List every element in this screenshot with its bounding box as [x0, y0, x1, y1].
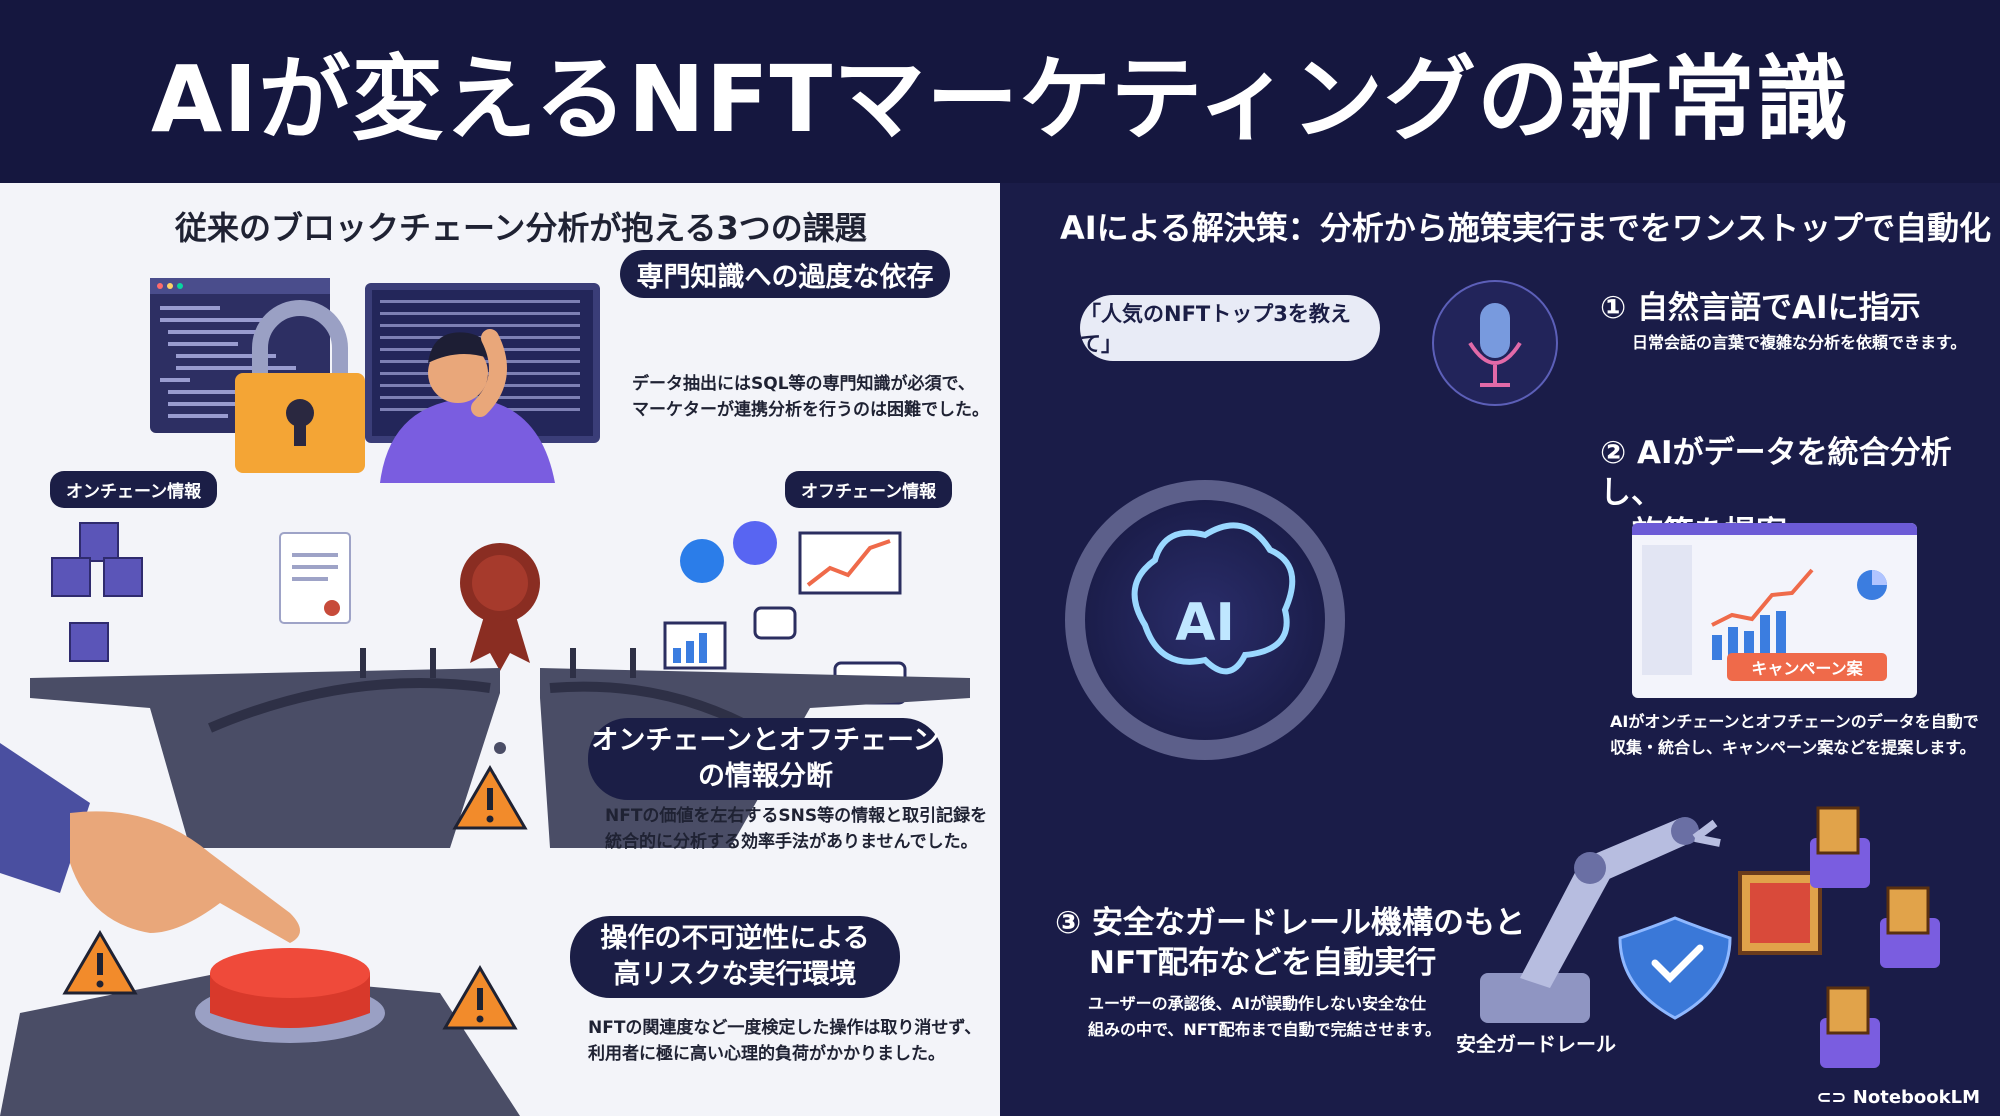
step-3-desc: ユーザーの承認後、AIが誤動作しない安全な仕 組みの中で、NFT配布まで自動で完… — [1088, 991, 1441, 1043]
issue-3-title: 操作の不可逆性による 高リスクな実行環境 — [570, 916, 900, 998]
brand-text: NotebookLM — [1852, 1087, 1980, 1108]
step-3-desc-line-1: ユーザーの承認後、AIが誤動作しない安全な仕 — [1088, 994, 1427, 1013]
issue-2-title: オンチェーンとオフチェーン の情報分断 — [588, 718, 943, 800]
step-1-desc: 日常会話の言葉で複雑な分析を依頼できます。 — [1632, 333, 1967, 352]
onchain-label: オンチェーン情報 — [50, 471, 218, 508]
step-2-desc-line-1: AIがオンチェーンとオフチェーンのデータを自動で — [1610, 712, 1979, 731]
step-2-desc: AIがオンチェーンとオフチェーンのデータを自動で 収集・統合し、キャンペーン案な… — [1610, 709, 1979, 761]
issue-3-title-line-1: 操作の不可逆性による — [600, 923, 870, 954]
issue-1-desc: データ抽出にはSQL等の専門知識が必須で、 マーケターが連携分析を行うのは困難で… — [632, 371, 989, 423]
step-2-desc-line-2: 収集・統合し、キャンペーン案などを提案します。 — [1610, 738, 1976, 757]
step-3-title-line-1: ③ 安全なガードレール機構のもと — [1055, 905, 1526, 941]
code-screens-illustration — [150, 278, 600, 483]
robot-arm-illustration — [1480, 817, 1822, 1023]
offchain-label: オフチェーン情報 — [785, 471, 953, 508]
right-panel: AIによる解決策：分析から施策実行までをワンストップで自動化 「人気のNFTトッ… — [1000, 183, 2000, 1116]
right-section-title: AIによる解決策：分析から施策実行までをワンストップで自動化 — [1060, 209, 1992, 247]
notebooklm-icon: ⊂⊃ — [1816, 1087, 1853, 1108]
step-2-title-line-1: ② AIがデータを統合分析し、 — [1600, 435, 1952, 511]
ai-label: AI — [1175, 593, 1235, 653]
dashboard-chart — [1642, 545, 1887, 675]
issue-2-desc-line-1: NFTの価値を左右するSNS等の情報と取引記録を — [605, 806, 988, 826]
issue-1-desc-line-2: マーケターが連携分析を行うのは困難でした。 — [632, 400, 989, 420]
onchain-offchain-icons — [51, 521, 907, 705]
page-title: AIが変えるNFTマーケティングの新常識 — [151, 46, 1849, 153]
guardrail-label: 安全ガードレール — [1456, 1032, 1616, 1056]
irreversible-button-illustration — [0, 743, 528, 1116]
proposal-dashboard: キャンペーン案 — [1632, 523, 1917, 698]
left-panel: 従来のブロックチェーン分析が抱える3つの課題 専門知識への過度な依存 データ抽出… — [0, 183, 1000, 1116]
step-1-title: ① 自然言語でAIに指示 — [1600, 290, 1921, 326]
header: AIが変えるNFTマーケティングの新常識 — [0, 0, 2000, 183]
issue-2-title-line-1: オンチェーンとオフチェーン — [591, 725, 940, 756]
issue-2-title-line-2: の情報分断 — [698, 761, 833, 792]
issue-2-desc: NFTの価値を左右するSNS等の情報と取引記録を 統合的に分析する効率手法があり… — [605, 803, 987, 855]
issue-3-title-line-2: 高リスクな実行環境 — [613, 959, 857, 990]
nft-wallets-illustration — [1810, 806, 1940, 1068]
issue-1-title: 専門知識への過度な依存 — [620, 250, 950, 298]
chat-bubble: 「人気のNFTトップ3を教えて」 — [1080, 295, 1380, 361]
step-3-title: ③ 安全なガードレール機構のもと NFT配布などを自動実行 — [1055, 903, 1525, 983]
step-3-desc-line-2: 組みの中で、NFT配布まで自動で完結させます。 — [1088, 1020, 1441, 1039]
issue-1-desc-line-1: データ抽出にはSQL等の専門知識が必須で、 — [632, 374, 975, 394]
issue-2-desc-line-2: 統合的に分析する効率手法がありませんでした。 — [605, 832, 978, 852]
issue-3-desc: NFTの関連度など一度検定した操作は取り消せず、 利用者に極に高い心理的負荷がか… — [588, 1015, 981, 1067]
microphone-icon — [1432, 280, 1558, 406]
issue-3-desc-line-2: 利用者に極に高い心理的負荷がかかりました。 — [588, 1044, 945, 1064]
step-3-title-line-2: NFT配布などを自動実行 — [1089, 945, 1437, 981]
brand-label: ⊂⊃ NotebookLM — [1816, 1087, 1980, 1108]
dashboard-titlebar — [1632, 523, 1917, 535]
campaign-button[interactable]: キャンペーン案 — [1727, 653, 1887, 681]
left-section-title: 従来のブロックチェーン分析が抱える3つの課題 — [175, 209, 867, 247]
ai-brain-icon: AI — [1065, 480, 1345, 760]
issue-3-desc-line-1: NFTの関連度など一度検定した操作は取り消せず、 — [588, 1018, 982, 1038]
